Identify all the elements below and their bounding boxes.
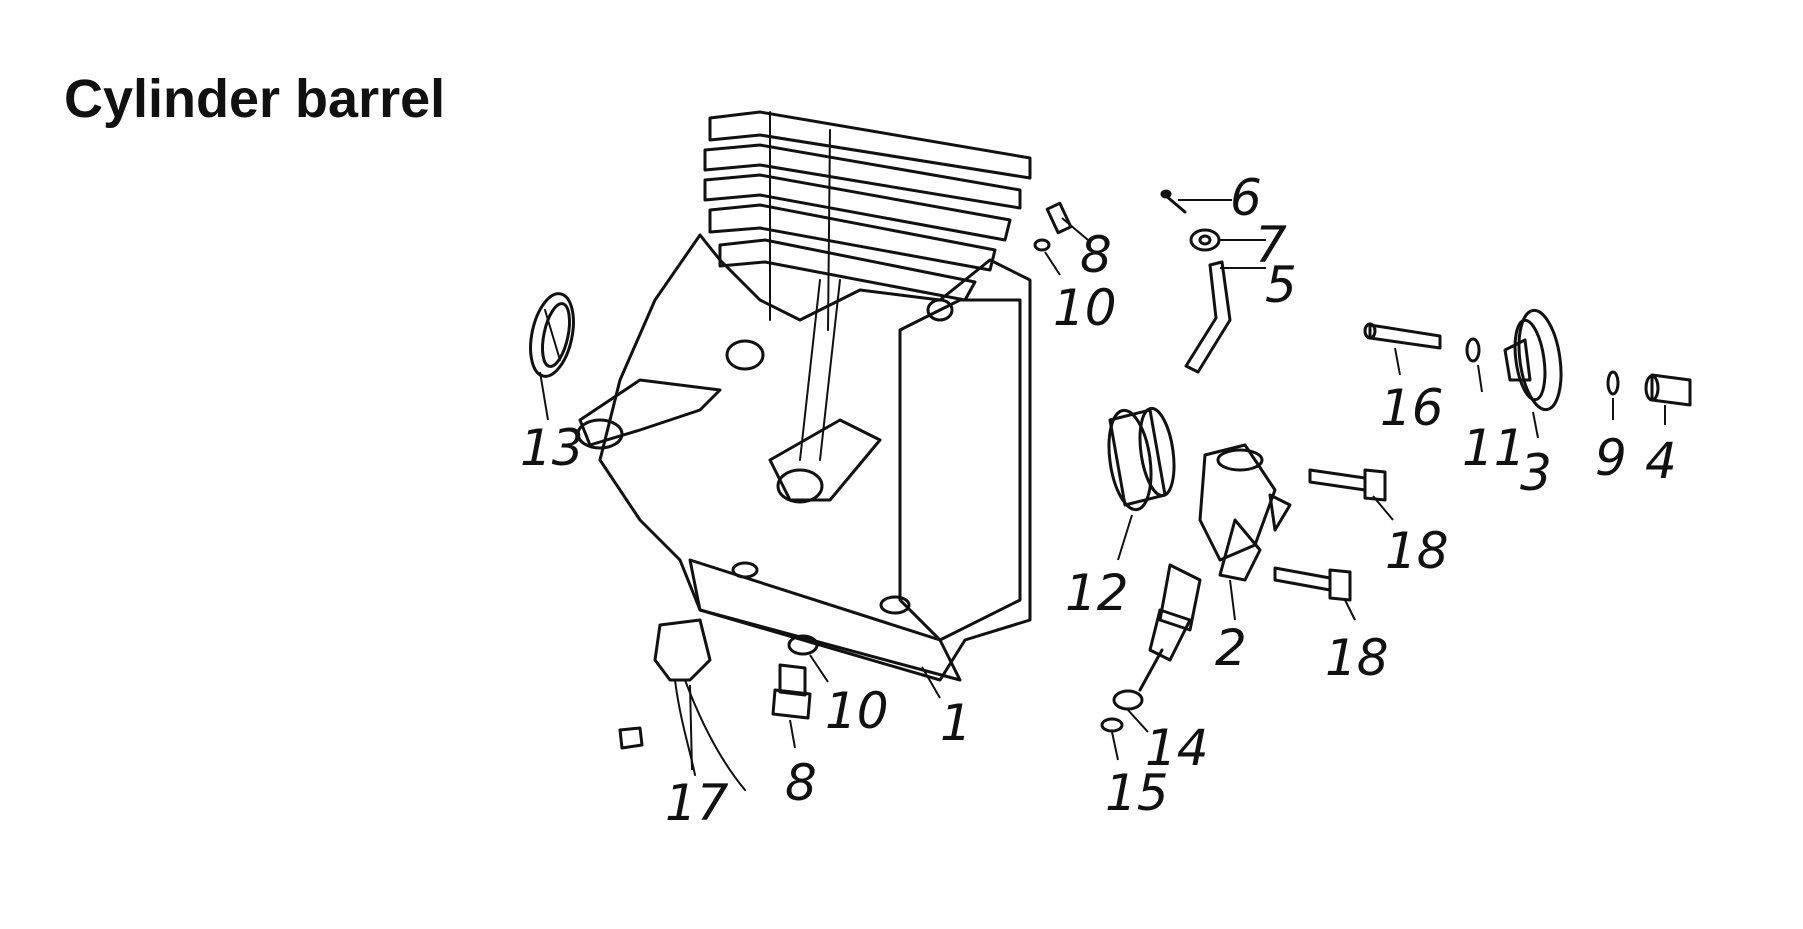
callout-18-upper: 18 — [1385, 522, 1449, 580]
callout-4: 4 — [1645, 432, 1677, 490]
part-13-oil-seal — [529, 292, 575, 378]
callout-2: 2 — [1215, 619, 1247, 677]
part-14-o-ring — [1112, 689, 1144, 711]
part-18-bolt-upper — [1308, 468, 1387, 502]
part-4-sleeve — [1644, 373, 1692, 407]
part-8-bolt-top — [1033, 201, 1073, 252]
callout-17: 17 — [665, 774, 729, 832]
part-6-bolt — [1160, 189, 1187, 214]
callout-8-top: 8 — [1080, 226, 1112, 284]
callout-13: 13 — [520, 419, 584, 477]
callout-10-top: 10 — [1053, 279, 1117, 337]
callout-9: 9 — [1595, 429, 1627, 487]
part-10-washer-bottom — [787, 634, 819, 656]
callout-3: 3 — [1520, 444, 1552, 502]
leader-lines — [539, 199, 1666, 771]
callout-10-bottom: 10 — [825, 682, 889, 740]
callout-11: 11 — [1462, 419, 1526, 477]
part-12-seal — [1107, 406, 1176, 512]
part-15-plug — [1100, 717, 1124, 733]
callout-12: 12 — [1065, 564, 1129, 622]
callout-6: 6 — [1230, 169, 1262, 227]
callout-14: 14 — [1145, 719, 1209, 777]
callout-5: 5 — [1265, 256, 1297, 314]
part-18-bolt-lower — [1273, 566, 1352, 602]
part-9-washer — [1606, 370, 1620, 396]
callout-16: 16 — [1380, 379, 1444, 437]
part-2-governor-assembly — [1138, 443, 1292, 692]
diagram-title: Cylinder barrel — [64, 69, 446, 129]
part-16-shaft — [1363, 322, 1442, 350]
callout-7: 7 — [1255, 216, 1287, 274]
callout-18-lower: 18 — [1325, 629, 1389, 687]
part-17-oil-sensor — [618, 618, 746, 791]
callout-15: 15 — [1105, 764, 1169, 822]
callout-numbers: 6 7 5 8 10 16 11 3 9 4 18 18 12 2 14 15 … — [520, 169, 1677, 832]
part-1-cylinder-block — [576, 110, 1032, 682]
part-7-washer — [1189, 228, 1221, 252]
part-3-governor-gear — [1503, 308, 1563, 412]
part-11-washer — [1465, 337, 1481, 363]
callout-1: 1 — [940, 694, 972, 752]
part-8-drain-plug — [771, 663, 812, 720]
callout-8-bottom: 8 — [785, 754, 817, 812]
part-5-governor-arm — [1184, 260, 1232, 374]
